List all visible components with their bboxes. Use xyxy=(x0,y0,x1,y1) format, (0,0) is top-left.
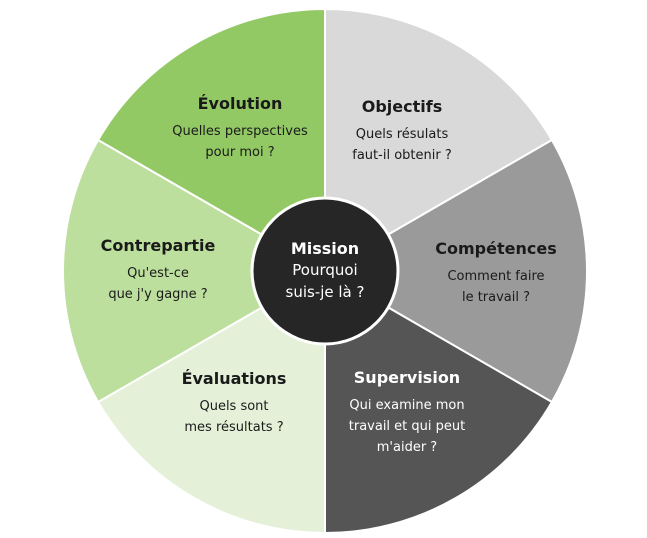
segment-evolution xyxy=(96,7,326,273)
segment-objectifs-title: Objectifs xyxy=(362,97,443,116)
segment-supervision-line-3: m'aider ? xyxy=(377,440,437,455)
segment-evolution-line-2: pour moi ? xyxy=(205,145,274,160)
segment-evolution-line-1: Quelles perspectives xyxy=(172,124,308,139)
mission-subtitle-line-1: Pourquoi xyxy=(292,261,357,279)
segment-competences-line-1: Comment faire xyxy=(447,269,544,284)
segment-supervision xyxy=(324,269,554,535)
segment-supervision-line-2: travail et qui peut xyxy=(349,419,465,434)
segment-contrepartie-title: Contrepartie xyxy=(101,236,216,255)
segment-objectifs-line-1: Quels résulats xyxy=(356,127,449,142)
mission-title: Mission xyxy=(291,239,359,258)
segment-competences-line-2: le travail ? xyxy=(462,290,530,305)
segment-evolution-title: Évolution xyxy=(198,94,283,113)
segment-contrepartie-line-2: que j'y gagne ? xyxy=(108,287,207,302)
segment-competences xyxy=(322,138,588,404)
segment-objectifs-line-2: faut-il obtenir ? xyxy=(352,148,451,163)
segment-evaluations xyxy=(96,269,326,535)
segment-contrepartie-line-1: Qu'est-ce xyxy=(127,266,189,281)
segment-evaluations-title: Évaluations xyxy=(182,369,287,388)
segment-contrepartie xyxy=(62,138,328,404)
segment-evaluations-line-2: mes résultats ? xyxy=(184,420,283,435)
segment-supervision-title: Supervision xyxy=(354,368,460,387)
mission-center-circle xyxy=(250,196,400,346)
segment-objectifs xyxy=(324,7,554,273)
segment-competences-title: Compétences xyxy=(435,239,556,258)
segment-evaluations-line-1: Quels sont xyxy=(199,399,268,414)
wheel-center: Mission Pourquoi suis-je là ? xyxy=(250,196,400,346)
segment-supervision-line-1: Qui examine mon xyxy=(349,398,464,413)
mission-subtitle-line-2: suis-je là ? xyxy=(286,283,365,301)
